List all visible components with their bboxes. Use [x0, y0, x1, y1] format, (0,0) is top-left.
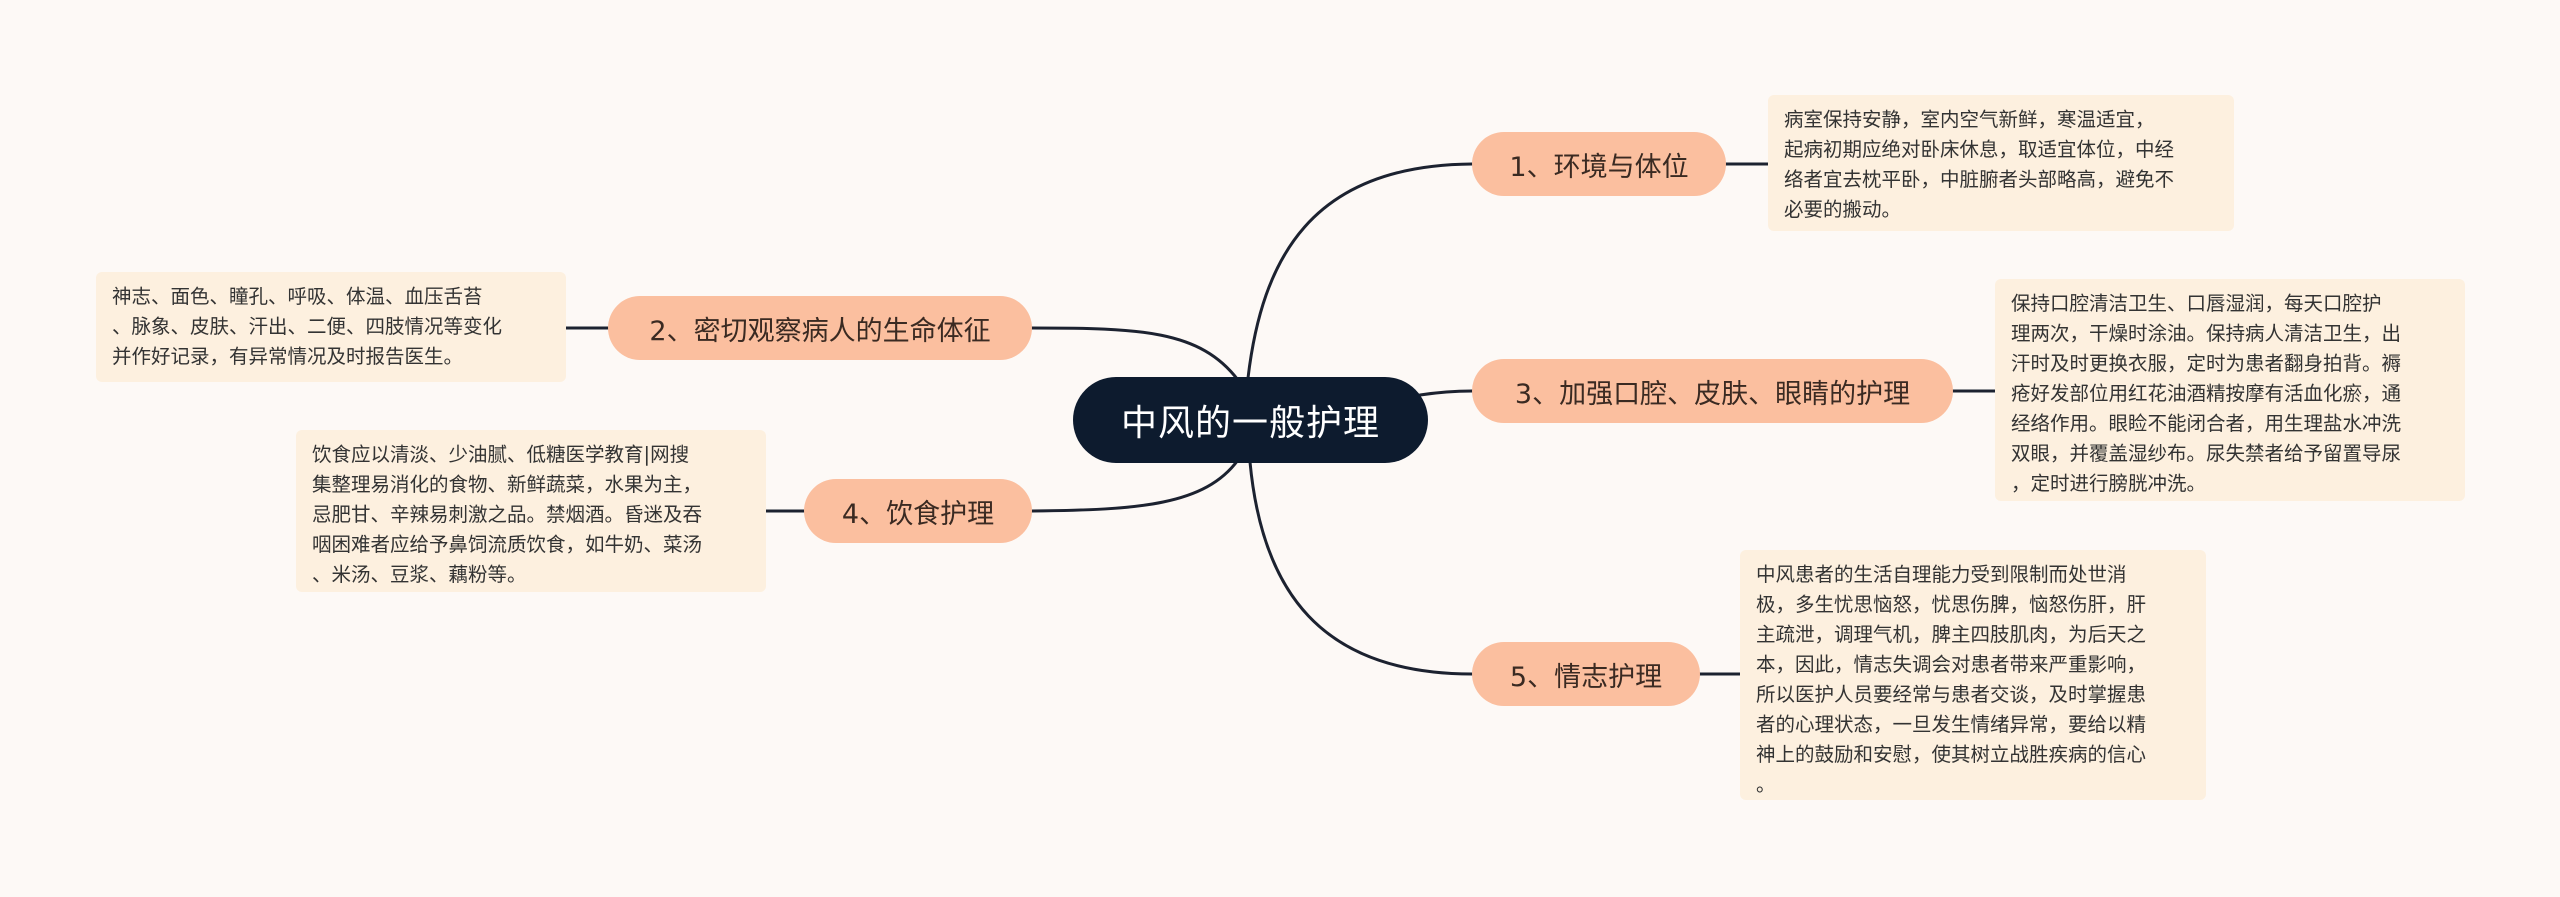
branch-5-label: 5、情志护理 — [1509, 661, 1663, 693]
central-topic[interactable]: 中风的一般护理 — [1073, 377, 1428, 463]
note-2-vital-signs: 神志、面色、瞳孔、呼吸、体温、血压舌苔 、脉象、皮肤、汗出、二便、四肢情况等变化… — [96, 272, 566, 382]
connector-branch-4 — [1030, 458, 1240, 513]
branch-5-emotional-care[interactable]: 5、情志护理 — [1472, 642, 1700, 706]
central-topic-label: 中风的一般护理 — [1120, 403, 1380, 444]
note-3-oral-skin-eye-care: 保持口腔清洁卫生、口唇湿润，每天口腔护 理两次，干燥时涂油。保持病人清洁卫生，出… — [1995, 279, 2465, 501]
note-4-diet-care: 饮食应以清淡、少油腻、低糖医学教育|网搜 集整理易消化的食物、新鲜蔬菜，水果为主… — [296, 430, 766, 592]
connector-branch-5 — [1248, 460, 1474, 676]
connector-branch-3 — [1418, 389, 1474, 397]
note-5-emotional-care: 中风患者的生活自理能力受到限制而处世消 极，多生忧思恼怒，忧思伤脾，恼怒伤肝，肝… — [1740, 550, 2206, 800]
branch-3-label: 3、加强口腔、皮肤、眼睛的护理 — [1514, 378, 1911, 410]
branch-1-environment-position[interactable]: 1、环境与体位 — [1472, 132, 1726, 196]
note-1-environment-position: 病室保持安静，室内空气新鲜，寒温适宜， 起病初期应绝对卧床休息，取适宜体位，中经… — [1768, 95, 2234, 231]
branch-2-vital-signs[interactable]: 2、密切观察病人的生命体征 — [608, 296, 1032, 360]
branch-4-label: 4、饮食护理 — [841, 498, 995, 530]
branch-4-diet-care[interactable]: 4、饮食护理 — [804, 479, 1032, 543]
branch-2-label: 2、密切观察病人的生命体征 — [649, 315, 991, 347]
connector-branch-1 — [1246, 162, 1474, 380]
branch-3-oral-skin-eye-care[interactable]: 3、加强口腔、皮肤、眼睛的护理 — [1472, 359, 1953, 423]
connector-branch-2 — [1030, 326, 1240, 382]
branch-1-label: 1、环境与体位 — [1509, 151, 1689, 183]
